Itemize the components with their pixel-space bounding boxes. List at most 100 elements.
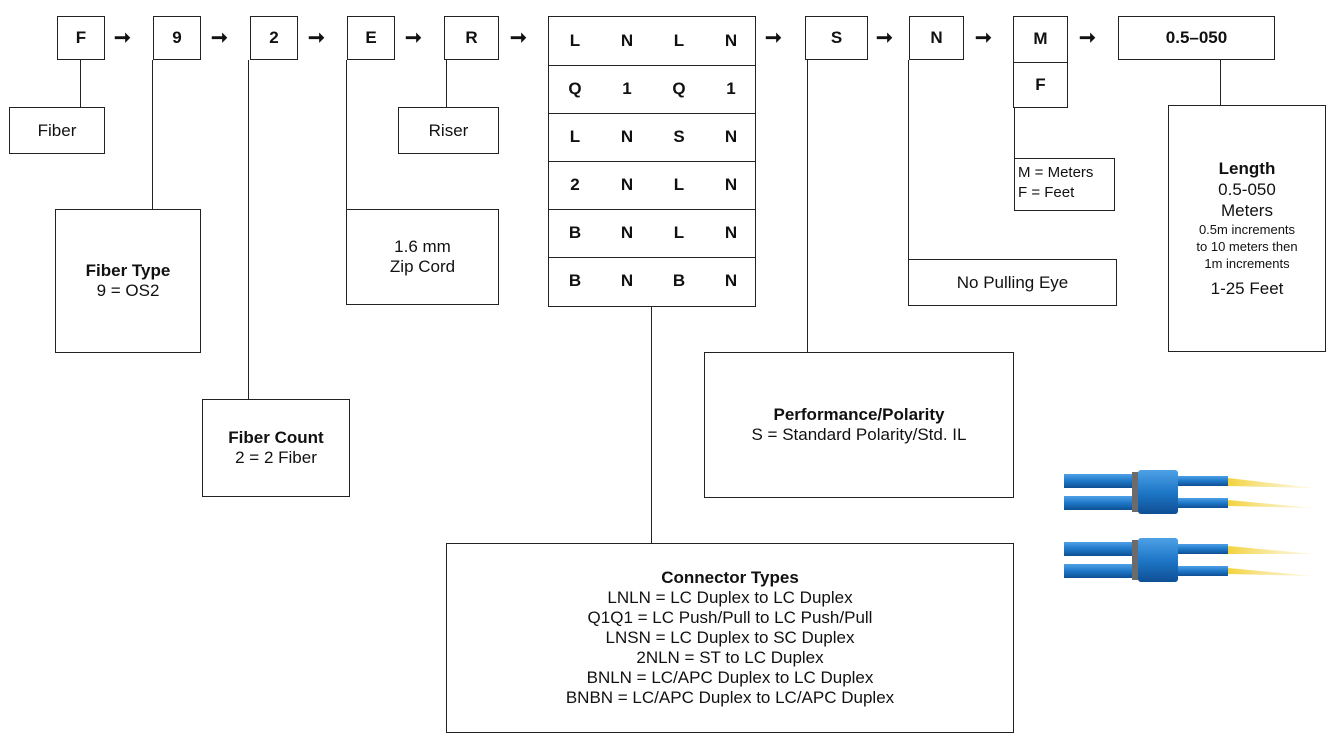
connector-type-line: 2NLN = ST to LC Duplex: [566, 648, 894, 668]
arrow-icon: ➞: [308, 28, 325, 48]
code-count-text: 2: [269, 28, 278, 48]
connector-grid-cell: N: [705, 17, 757, 65]
connector-grid-cell: N: [705, 257, 757, 305]
connector-grid-cell: L: [653, 161, 705, 209]
length-inc2: to 10 meters then: [1196, 238, 1297, 255]
connector-line: [80, 60, 81, 107]
code-jacket: E: [347, 16, 395, 60]
fiber-count-value: 2 = 2 Fiber: [235, 448, 317, 468]
connector-type-line: Q1Q1 = LC Push/Pull to LC Push/Pull: [566, 608, 894, 628]
arrow-icon: ➞: [510, 28, 527, 48]
arrow-icon: ➞: [975, 28, 992, 48]
code-performance: S: [805, 16, 868, 60]
code-performance-text: S: [831, 28, 842, 48]
unit-meters: M = Meters: [1018, 163, 1114, 183]
code-unit: M F: [1013, 16, 1068, 108]
connector-type-line: BNLN = LC/APC Duplex to LC Duplex: [566, 668, 894, 688]
connector-grid-cell: B: [653, 257, 705, 305]
connector-line: [908, 60, 909, 259]
connector-grid-cell: 1: [601, 65, 653, 113]
connector-types-box: Connector Types LNLN = LC Duplex to LC D…: [446, 543, 1014, 733]
unit-box: M = Meters F = Feet: [1014, 158, 1115, 211]
code-pulling-eye: N: [909, 16, 964, 60]
arrow-icon: ➞: [765, 28, 782, 48]
connector-grid-cell: N: [601, 161, 653, 209]
code-unit-f: F: [1014, 63, 1067, 107]
fiber-type-value: 9 = OS2: [97, 281, 160, 301]
arrow-icon: ➞: [1079, 28, 1096, 48]
connector-grid-cell: Q: [549, 65, 601, 113]
code-fiber-type: 9: [153, 16, 201, 60]
code-fiber: F: [57, 16, 105, 60]
connector-grid-cell: N: [705, 209, 757, 257]
connector-grid-cell: L: [653, 17, 705, 65]
zip-cord-line1: 1.6 mm: [394, 237, 451, 257]
no-pulling-eye-box: No Pulling Eye: [908, 259, 1117, 306]
arrow-icon: ➞: [114, 28, 131, 48]
code-unit-m: M: [1014, 17, 1067, 61]
no-pulling-eye-label: No Pulling Eye: [957, 273, 1069, 293]
arrow-icon: ➞: [211, 28, 228, 48]
connector-type-line: LNSN = LC Duplex to SC Duplex: [566, 628, 894, 648]
length-inc3: 1m increments: [1204, 255, 1289, 272]
code-fiber-text: F: [76, 28, 86, 48]
connector-grid-cell: B: [549, 209, 601, 257]
performance-box: Performance/Polarity S = Standard Polari…: [704, 352, 1014, 498]
length-meters: Meters: [1221, 200, 1273, 221]
fiber-label: Fiber: [38, 121, 77, 141]
code-length: 0.5–050: [1118, 16, 1275, 60]
connector-grid-cell: N: [601, 113, 653, 161]
performance-title: Performance/Polarity: [773, 405, 944, 425]
fiber-type-box: Fiber Type 9 = OS2: [55, 209, 201, 353]
connector-grid-cell: N: [705, 113, 757, 161]
length-title: Length: [1219, 158, 1276, 179]
code-rating-text: R: [465, 28, 477, 48]
connector-line: [807, 60, 808, 352]
connector-grid-cell: L: [653, 209, 705, 257]
connector-grid-cell: L: [549, 113, 601, 161]
fiber-count-box: Fiber Count 2 = 2 Fiber: [202, 399, 350, 497]
performance-value: S = Standard Polarity/Std. IL: [752, 425, 967, 445]
riser-label: Riser: [429, 121, 469, 141]
fiber-label-box: Fiber: [9, 107, 105, 154]
connector-grid-cell: S: [653, 113, 705, 161]
length-box: Length 0.5-050 Meters 0.5m increments to…: [1168, 105, 1326, 352]
length-range: 0.5-050: [1218, 179, 1276, 200]
arrow-icon: ➞: [405, 28, 422, 48]
connector-line: [1014, 108, 1015, 158]
code-length-text: 0.5–050: [1166, 28, 1227, 48]
connector-line: [651, 307, 652, 543]
connector-grid-cell: N: [601, 17, 653, 65]
length-inc1: 0.5m increments: [1199, 221, 1295, 238]
connector-type-line: LNLN = LC Duplex to LC Duplex: [566, 588, 894, 608]
length-feet: 1-25 Feet: [1211, 278, 1284, 300]
connector-grid-cell: Q: [653, 65, 705, 113]
code-rating: R: [444, 16, 499, 60]
code-type-text: 9: [172, 28, 181, 48]
riser-label-box: Riser: [398, 107, 499, 154]
unit-feet: F = Feet: [1018, 183, 1114, 203]
connector-type-line: BNBN = LC/APC Duplex to LC/APC Duplex: [566, 688, 894, 708]
zip-cord-box: 1.6 mm Zip Cord: [346, 209, 499, 305]
connector-line: [152, 60, 153, 209]
connector-grid-cell: L: [549, 17, 601, 65]
fiber-type-title: Fiber Type: [86, 261, 171, 281]
connector-grid-cell: N: [705, 161, 757, 209]
fiber-cable-image: [1044, 392, 1324, 682]
fiber-count-title: Fiber Count: [228, 428, 323, 448]
connector-grid-cell: B: [549, 257, 601, 305]
connector-line: [248, 60, 249, 399]
connector-grid-cell: 1: [705, 65, 757, 113]
code-jacket-text: E: [365, 28, 376, 48]
connector-grid-cell: N: [601, 257, 653, 305]
zip-cord-line2: Zip Cord: [390, 257, 455, 277]
connector-line: [346, 60, 347, 209]
code-pulling-text: N: [930, 28, 942, 48]
connector-types-title: Connector Types: [661, 568, 799, 588]
connector-grid-cell: 2: [549, 161, 601, 209]
code-fiber-count: 2: [250, 16, 298, 60]
arrow-icon: ➞: [876, 28, 893, 48]
connector-line: [446, 60, 447, 107]
connector-line: [1220, 60, 1221, 105]
